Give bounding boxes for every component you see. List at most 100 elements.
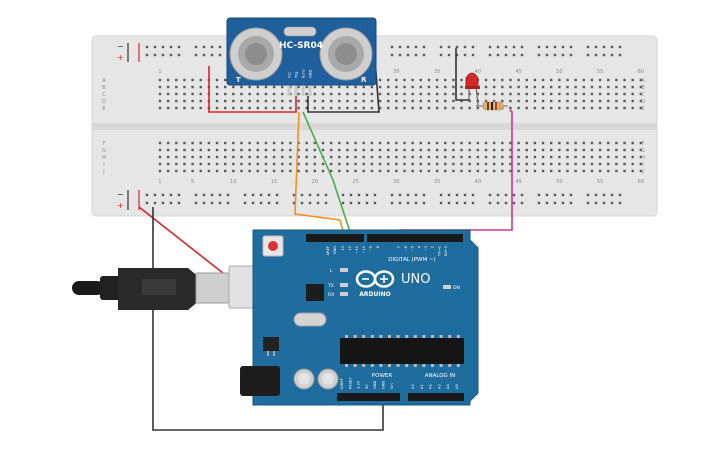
breadboard-hole xyxy=(484,155,488,159)
wire-trig[interactable] xyxy=(294,111,346,239)
breadboard-hole xyxy=(558,85,561,89)
breadboard-hole xyxy=(272,162,276,166)
breadboard-hole xyxy=(362,85,365,89)
breadboard-hole xyxy=(199,85,202,89)
breadboard-hole xyxy=(574,92,577,96)
usb-cable[interactable] xyxy=(72,265,282,310)
breadboard-column-number: 20 xyxy=(312,179,318,185)
breadboard-hole xyxy=(566,106,569,110)
breadboard-hole xyxy=(607,162,610,166)
wire-sensor-gnd[interactable] xyxy=(307,59,380,113)
rail-hole xyxy=(545,201,549,205)
breadboard-hole xyxy=(354,99,357,103)
breadboard-row-letter: C xyxy=(102,92,106,98)
analog-pin-label: A2 xyxy=(429,384,433,389)
chip-pin xyxy=(448,364,452,367)
breadboard-hole xyxy=(240,106,243,110)
rail-hole xyxy=(390,193,394,197)
breadboard-hole xyxy=(435,106,439,110)
power-pin-label: RESET xyxy=(348,377,352,389)
breadboard-hole xyxy=(468,141,471,145)
breadboard-hole xyxy=(541,169,545,173)
breadboard-hole xyxy=(558,148,561,152)
breadboard-hole xyxy=(484,78,488,82)
breadboard-hole xyxy=(541,141,545,145)
breadboard-hole xyxy=(281,141,284,145)
breadboard-hole xyxy=(264,106,268,110)
rail-hole xyxy=(177,45,181,49)
breadboard-hole xyxy=(289,99,292,103)
rail-hole xyxy=(471,201,475,205)
rail-hole xyxy=(610,201,614,205)
breadboard-row-letter: F xyxy=(642,141,645,147)
breadboard-hole xyxy=(387,162,390,166)
resistor[interactable] xyxy=(476,101,508,111)
power-jack[interactable] xyxy=(240,366,280,396)
breadboard-hole xyxy=(183,155,186,159)
breadboard-hole xyxy=(411,99,414,103)
breadboard-hole xyxy=(281,155,284,159)
breadboard-hole xyxy=(419,92,422,96)
breadboard-hole xyxy=(183,162,186,166)
breadboard-hole xyxy=(452,169,455,173)
rail-hole xyxy=(161,45,165,49)
digital-pin-label: ~5 xyxy=(411,246,415,251)
rail-hole xyxy=(545,45,549,49)
breadboard-labels: 1101520253035404550556015101520253035404… xyxy=(102,69,645,185)
rail-hole xyxy=(561,45,565,49)
header-pin-label: GND xyxy=(333,246,337,254)
digital-pin-label: TX→1 xyxy=(437,246,441,257)
wire-echo[interactable] xyxy=(302,111,353,239)
breadboard-hole xyxy=(297,106,300,110)
breadboard-hole xyxy=(387,92,390,96)
breadboard-row-letter: E xyxy=(102,106,105,112)
breadboard-hole xyxy=(354,141,357,145)
breadboard-hole xyxy=(395,155,398,159)
breadboard-hole xyxy=(248,106,251,110)
breadboard-hole xyxy=(199,169,202,173)
breadboard-hole xyxy=(468,148,471,152)
led[interactable] xyxy=(465,72,480,107)
rail-hole xyxy=(496,201,500,205)
breadboard-hole xyxy=(281,162,284,166)
breadboard-hole xyxy=(460,78,463,82)
breadboard-hole xyxy=(509,169,512,173)
breadboard-hole xyxy=(509,99,512,103)
breadboard-hole xyxy=(215,155,219,159)
wire-sensor-vcc[interactable] xyxy=(208,66,297,113)
breadboard-hole xyxy=(158,169,162,173)
breadboard-row-letter: A xyxy=(102,78,106,84)
breadboard-hole xyxy=(378,162,382,166)
breadboard-hole xyxy=(460,106,463,110)
breadboard-hole xyxy=(215,162,219,166)
breadboard-hole xyxy=(387,148,390,152)
rail-hole xyxy=(390,201,394,205)
breadboard-hole xyxy=(199,78,202,82)
breadboard-hole xyxy=(476,92,480,96)
breadboard-hole xyxy=(313,92,317,96)
breadboard-hole xyxy=(297,85,300,89)
rail-hole xyxy=(553,45,557,49)
breadboard-hole xyxy=(158,78,162,82)
rail-hole xyxy=(218,45,222,49)
breadboard-hole xyxy=(191,92,194,96)
breadboard-hole xyxy=(476,155,480,159)
breadboard-hole xyxy=(501,155,504,159)
breadboard-column-number: 50 xyxy=(556,179,562,185)
breadboard-hole xyxy=(346,155,349,159)
breadboard-hole xyxy=(427,162,431,166)
sensor-pin xyxy=(308,86,312,96)
crystal xyxy=(293,312,327,327)
rail-hole xyxy=(496,193,500,197)
led-l-label: L xyxy=(330,268,333,274)
breadboard-hole xyxy=(175,78,178,82)
chip-pin xyxy=(456,335,460,338)
wire-led-ground[interactable] xyxy=(455,48,469,101)
rail-hole xyxy=(488,193,492,197)
reset-button[interactable] xyxy=(268,241,278,251)
wire-gnd[interactable] xyxy=(152,207,384,431)
breadboard-hole xyxy=(444,155,447,159)
breadboard-hole xyxy=(297,155,300,159)
